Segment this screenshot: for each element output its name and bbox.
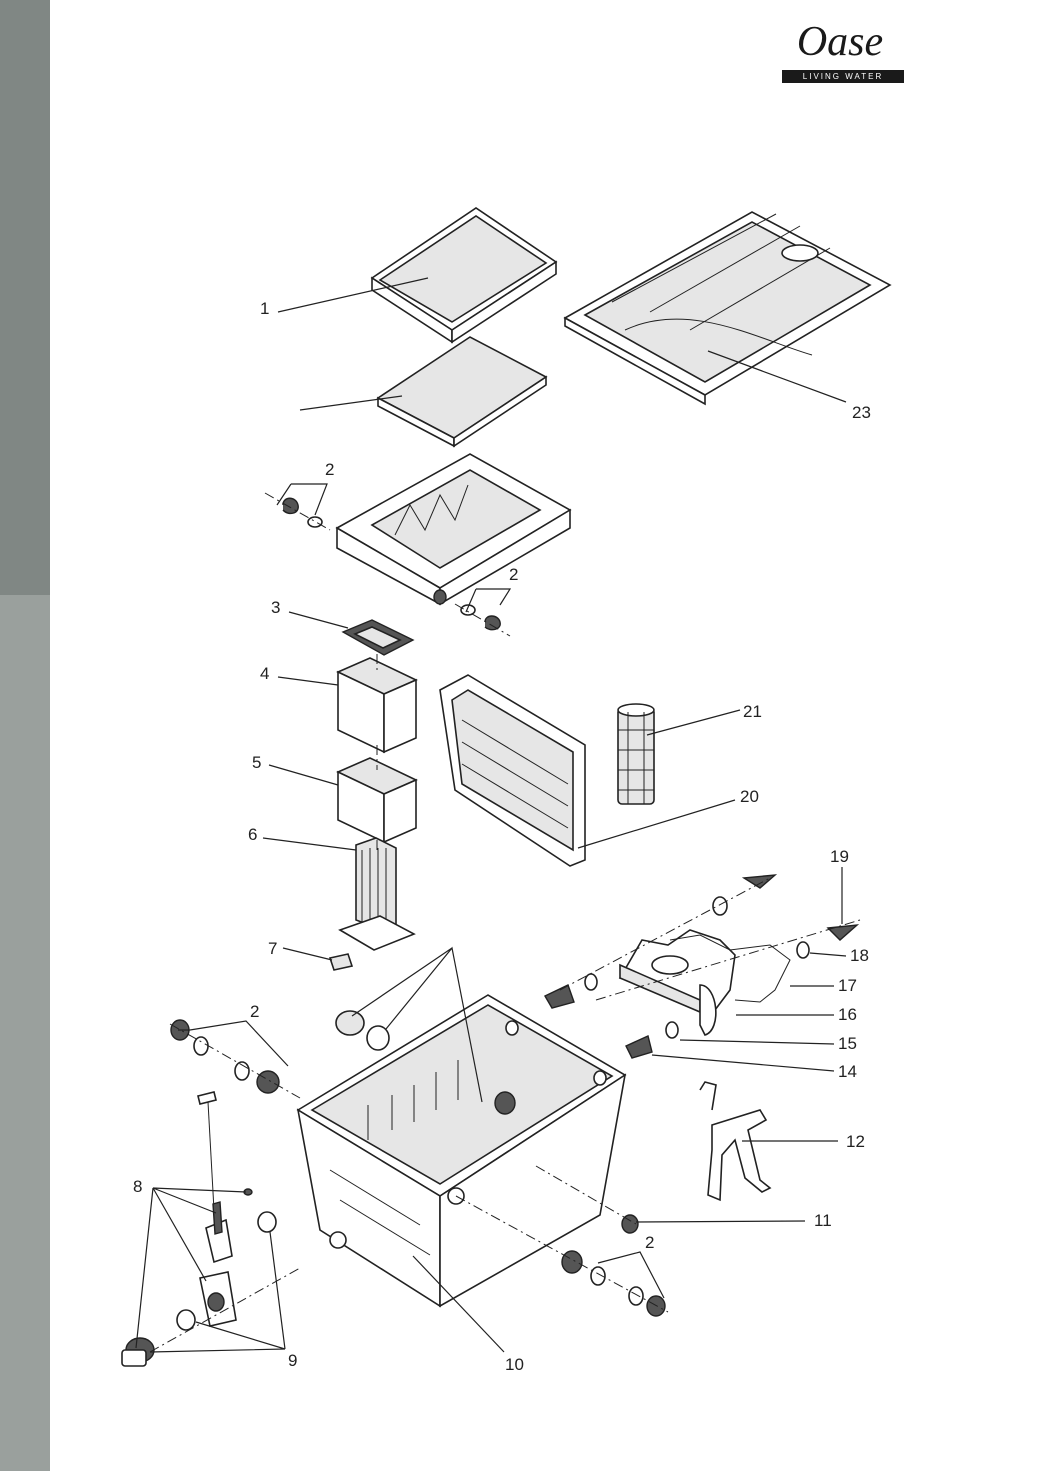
assembly-axes: [149, 492, 861, 1353]
inlet-ring-set: [335, 1010, 516, 1115]
connector-set-2-right: [561, 1250, 666, 1317]
callout-2-top-left: 2: [325, 460, 334, 479]
callout-23: 23: [852, 403, 871, 422]
callout-7: 7: [268, 939, 277, 958]
callout-5: 5: [252, 753, 261, 772]
callout-8: 8: [133, 1177, 142, 1196]
callout-6: 6: [248, 825, 257, 844]
part-4-foam: [336, 657, 418, 754]
filter-tray: [335, 453, 572, 606]
callout-19: 19: [830, 847, 849, 866]
sidebar-band-light: [0, 595, 50, 1471]
part-6-brush-holder: [338, 837, 416, 951]
part-20-frame: [439, 674, 586, 867]
filter-mat: [376, 336, 548, 448]
part-1-lid: [370, 207, 558, 344]
callout-14: 14: [838, 1062, 857, 1081]
callout-2-top-right: 2: [509, 565, 518, 584]
callout-15: 15: [838, 1034, 857, 1053]
part-5-foam: [336, 757, 418, 844]
outlet-assembly: [544, 874, 860, 1059]
part-7-clip: [328, 953, 354, 971]
leader-lines: [135, 277, 847, 1353]
callout-20: 20: [740, 787, 759, 806]
callout-3: 3: [271, 598, 280, 617]
part-3-grid: [341, 619, 415, 656]
callout-2-right: 2: [645, 1233, 654, 1252]
callout-4: 4: [260, 664, 269, 683]
callout-17: 17: [838, 976, 857, 995]
connector-set-2-left: [170, 1019, 280, 1094]
logo-wordmark: Oase: [796, 19, 884, 65]
part-21-cylinder: [617, 703, 655, 805]
callout-21: 21: [743, 702, 762, 721]
part-10-filter-box: [296, 994, 627, 1308]
part-12-bracket: [699, 1081, 772, 1202]
callout-16: 16: [838, 1005, 857, 1024]
callout-9: 9: [288, 1351, 297, 1370]
callout-11: 11: [814, 1211, 832, 1230]
logo-tagline: LIVING WATER: [782, 70, 904, 83]
part-11-valve: [621, 1214, 639, 1234]
connector-set-2-top: [282, 497, 501, 631]
callout-10: 10: [505, 1355, 524, 1374]
callout-12: 12: [846, 1132, 865, 1151]
part-23-cover: [563, 211, 892, 406]
callout-18: 18: [850, 946, 869, 965]
callout-labels: 1 2 2 3 4 5 6 7 2 8 9 10 2 11 12 14 15 1…: [133, 299, 871, 1374]
callout-2-left: 2: [250, 1002, 259, 1021]
callout-1: 1: [260, 299, 269, 318]
sidebar-band-dark: [0, 0, 50, 595]
oase-logo: Oase LIVING WATER: [770, 18, 910, 84]
